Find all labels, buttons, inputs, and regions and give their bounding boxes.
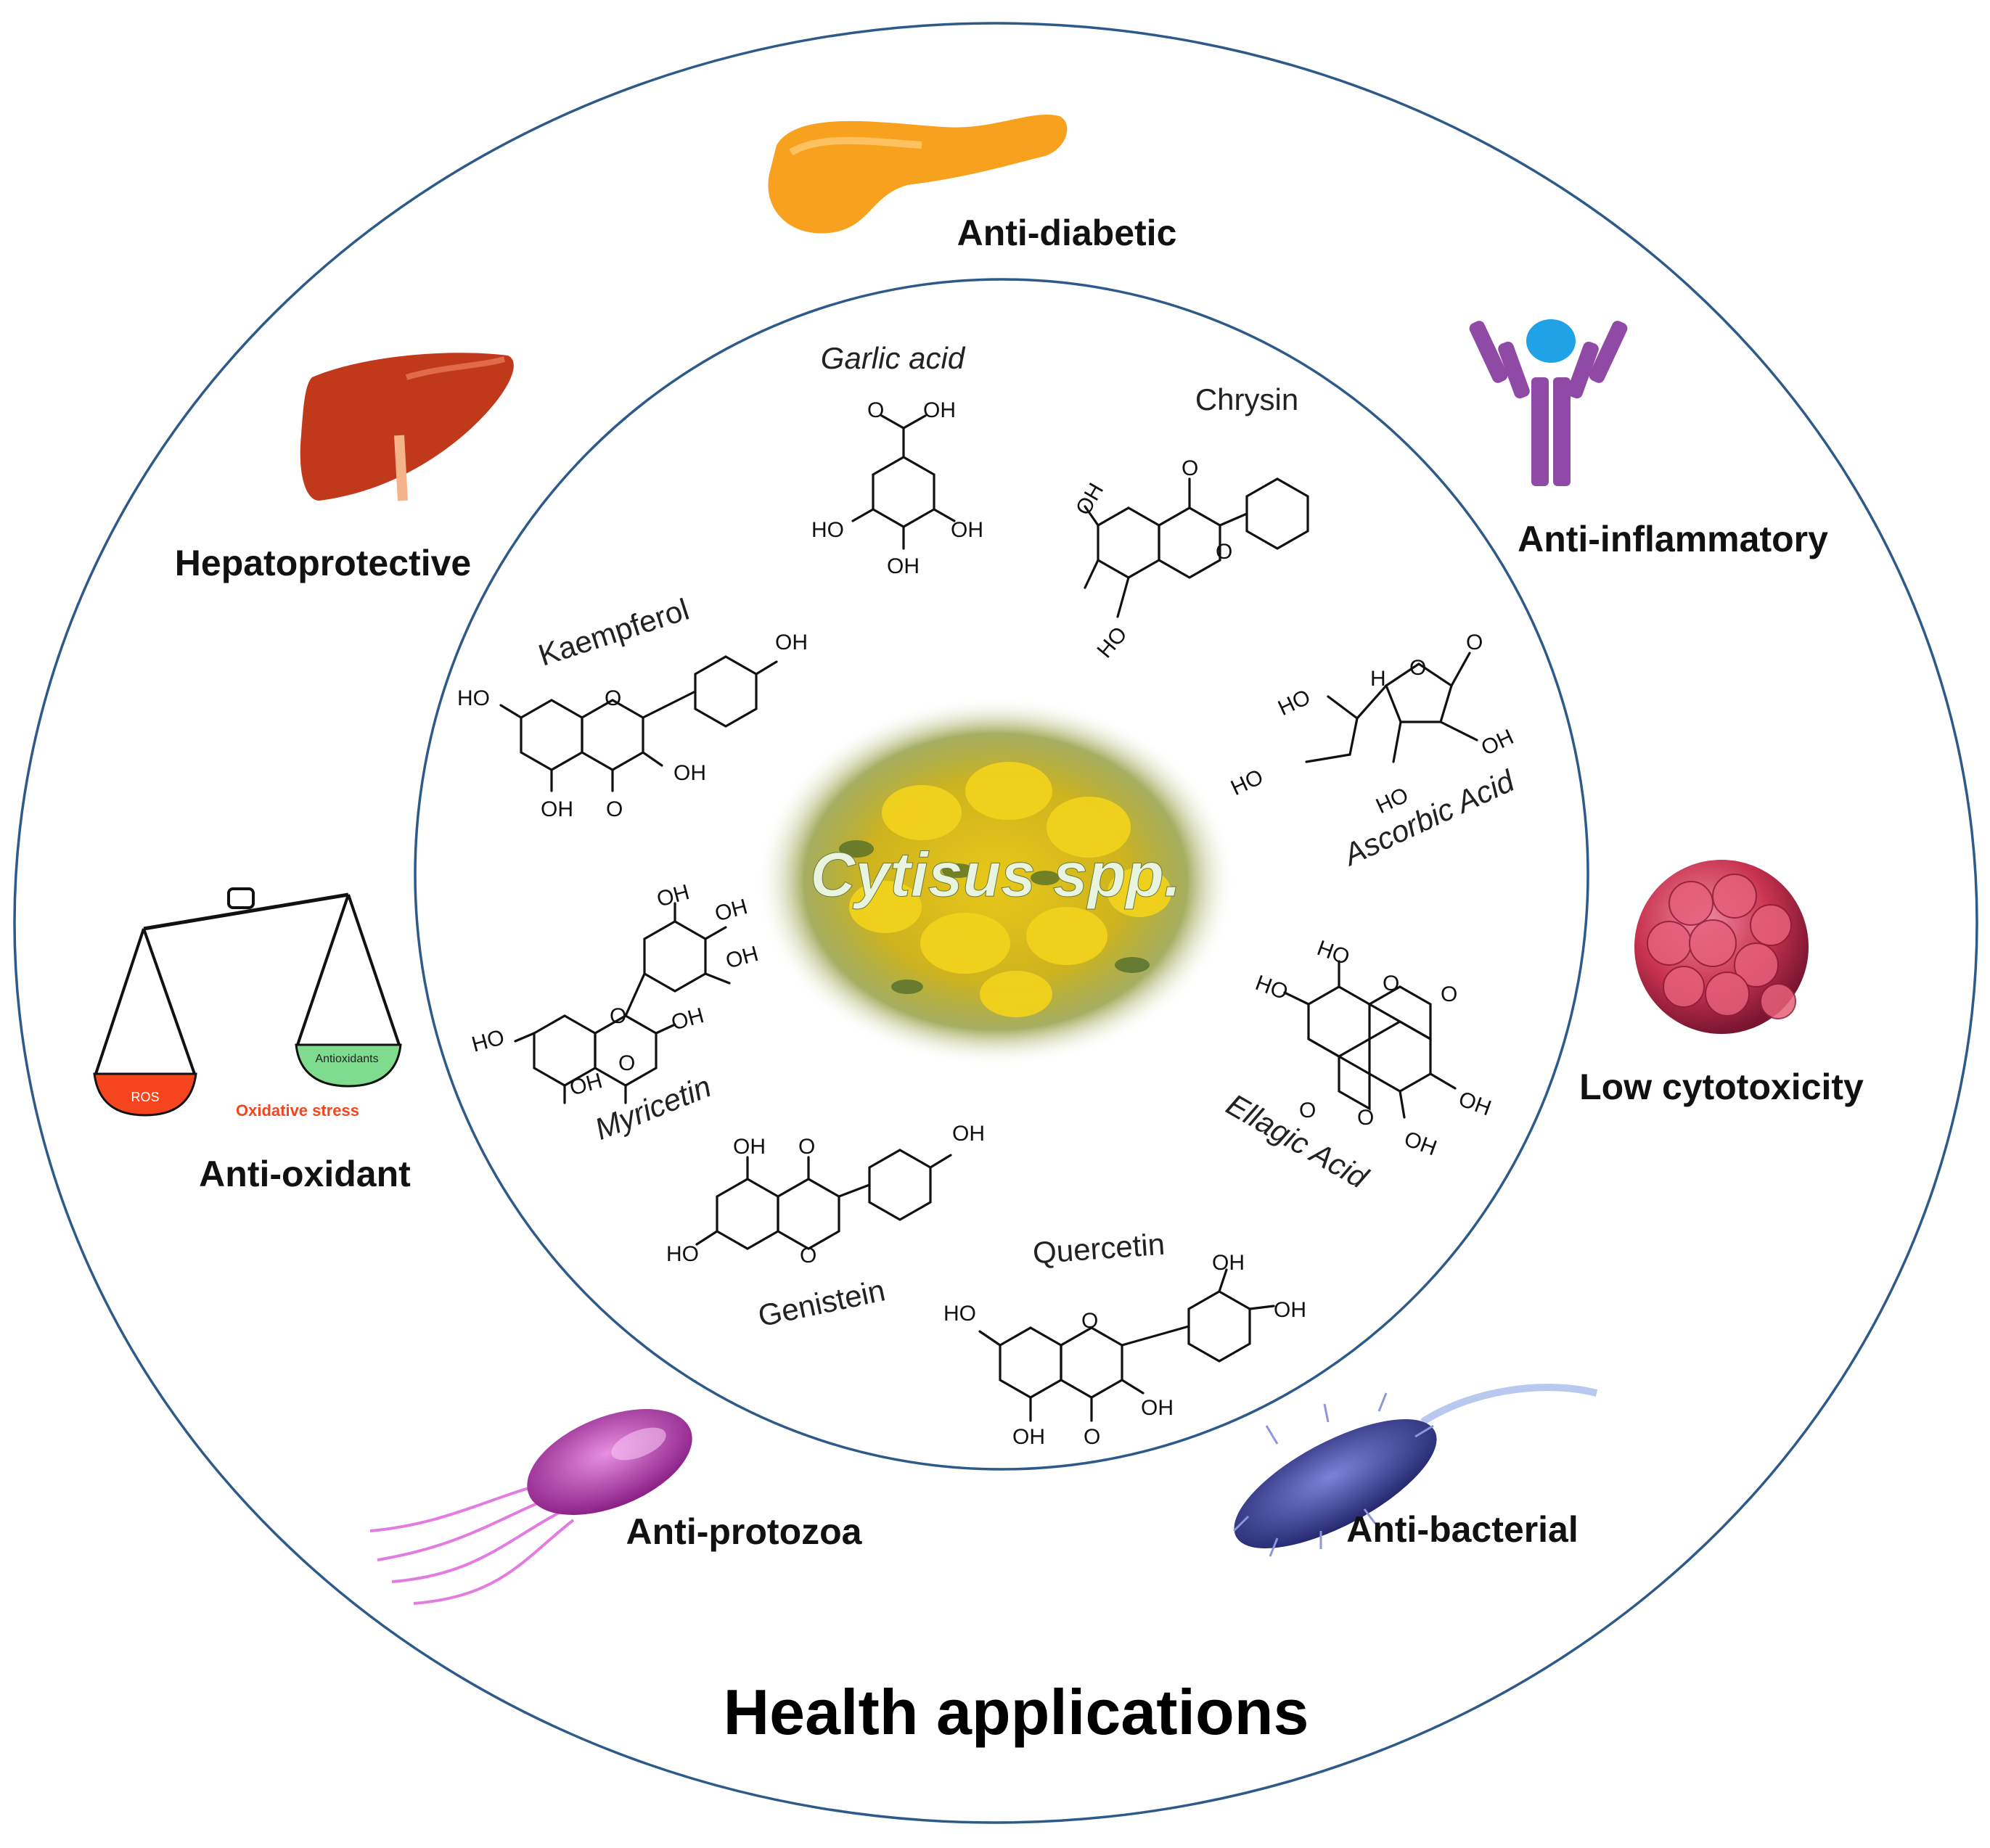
- kaempferol-structure: [499, 655, 778, 792]
- gallic-o: O: [867, 398, 884, 422]
- myricetin-oh-1: OH: [655, 880, 692, 912]
- ascorbic-h: H: [1370, 667, 1386, 691]
- ellagic-o-2: O: [1441, 982, 1457, 1006]
- kaempferol-oh-right: OH: [775, 631, 808, 654]
- antibody-icon: [1469, 319, 1628, 486]
- bacterium-icon: [1232, 1384, 1598, 1557]
- chrysin-ho: HO: [1093, 623, 1132, 663]
- chrysin-o-top: O: [1182, 456, 1198, 480]
- genistein-oh-right: OH: [952, 1122, 985, 1146]
- genistein-o-carbonyl: O: [798, 1135, 815, 1159]
- myricetin-o-ring: O: [610, 1004, 626, 1028]
- gallic-oh-top: OH: [923, 398, 956, 422]
- ellagic-ho-top: HO: [1314, 936, 1353, 969]
- kaempferol-ho: HO: [457, 686, 490, 710]
- ellagic-o-4: O: [1357, 1106, 1374, 1130]
- compound-label-kaempferol: Kaempferol: [534, 592, 693, 673]
- kaempferol-o-carbonyl: O: [606, 797, 623, 821]
- pancreas-icon: [768, 114, 1068, 234]
- quercetin-o-carbonyl: O: [1084, 1425, 1100, 1449]
- kaempferol-oh-3: OH: [673, 761, 706, 785]
- compound-label-gallic-acid: Garlic acid: [821, 341, 966, 375]
- ellagic-oh-bottom: OH: [1401, 1127, 1440, 1160]
- inner-ring: [414, 278, 1589, 1471]
- app-label-anti-diabetic: Anti-diabetic: [957, 213, 1177, 253]
- chrysin-structure: [1084, 477, 1309, 618]
- myricetin-oh-3: OH: [724, 942, 761, 974]
- ellagic-o-1: O: [1383, 972, 1399, 995]
- ascorbic-ho-1: HO: [1274, 685, 1314, 720]
- oxidative-stress-caption: Oxidative stress: [236, 1101, 359, 1120]
- genistein-oh-top: OH: [733, 1135, 766, 1159]
- ellagic-o-3: O: [1299, 1098, 1316, 1122]
- myricetin-oh-4: OH: [669, 1003, 707, 1035]
- compound-label-myricetin: Myricetin: [590, 1069, 716, 1146]
- genistein-structure: [695, 1149, 952, 1250]
- quercetin-oh-left: OH: [1012, 1425, 1045, 1449]
- quercetin-oh-right: OH: [1274, 1298, 1306, 1322]
- app-label-low-cytotoxicity: Low cytotoxicity: [1579, 1067, 1864, 1107]
- myricetin-ho: HO: [470, 1025, 507, 1057]
- compound-label-ellagic-acid: Ellagic Acid: [1221, 1087, 1375, 1195]
- outer-ring: [13, 22, 1978, 1824]
- kaempferol-oh-5: OH: [541, 797, 573, 821]
- ascorbic-ho-2: HO: [1227, 765, 1267, 800]
- kaempferol-o-ring: O: [605, 686, 621, 710]
- compound-label-quercetin: Quercetin: [1032, 1227, 1166, 1270]
- myricetin-o-carbonyl: O: [618, 1051, 635, 1075]
- app-label-anti-oxidant: Anti-oxidant: [199, 1154, 411, 1194]
- ros-pan-label: ROS: [131, 1090, 159, 1104]
- genistein-o-ring: O: [800, 1244, 816, 1268]
- app-label-hepatoprotective: Hepatoprotective: [175, 543, 471, 583]
- app-label-anti-inflammatory: Anti-inflammatory: [1518, 519, 1828, 559]
- quercetin-structure: [978, 1268, 1275, 1422]
- quercetin-oh-top: OH: [1212, 1251, 1245, 1275]
- ascorbic-oh: OH: [1478, 725, 1518, 760]
- quercetin-o-ring: O: [1081, 1309, 1098, 1333]
- cell-cluster-icon: [1634, 860, 1809, 1034]
- diagram-title: Health applications: [724, 1676, 1309, 1748]
- chrysin-o-ring: O: [1216, 540, 1232, 564]
- liver-icon: [300, 353, 514, 501]
- center-label: Cytisus spp.: [810, 840, 1181, 910]
- myricetin-structure: [514, 902, 731, 1104]
- ascorbic-o-ring: O: [1409, 656, 1426, 680]
- ellagic-oh-right: OH: [1455, 1087, 1494, 1120]
- genistein-ho: HO: [666, 1242, 699, 1266]
- cytisus-flower-image: [756, 697, 1235, 1067]
- gallic-ho-left: HO: [811, 518, 844, 542]
- compound-label-genistein: Genistein: [755, 1273, 888, 1333]
- ellagic-acid-structure: [1283, 960, 1457, 1119]
- gallic-acid-structure: [851, 414, 956, 550]
- myricetin-oh-5: OH: [568, 1069, 605, 1101]
- antioxidants-pan-label: Antioxidants: [315, 1053, 378, 1065]
- quercetin-ho: HO: [943, 1302, 976, 1326]
- compound-label-chrysin: Chrysin: [1195, 382, 1298, 416]
- chrysin-oh: OH: [1071, 479, 1108, 519]
- quercetin-oh-3: OH: [1141, 1396, 1174, 1420]
- ascorbic-acid-structure: [1305, 652, 1478, 763]
- gallic-oh-bottom: OH: [887, 554, 920, 578]
- protozoan-icon: [369, 1409, 692, 1605]
- ascorbic-o-carbonyl: O: [1466, 631, 1483, 654]
- compound-label-ascorbic-acid: Ascorbic Acid: [1337, 763, 1520, 872]
- ellagic-ho-left: HO: [1252, 971, 1291, 1004]
- balance-scale-icon: [93, 887, 402, 1117]
- app-label-anti-protozoa: Anti-protozoa: [626, 1511, 863, 1552]
- gallic-oh-right: OH: [951, 518, 983, 542]
- myricetin-oh-2: OH: [713, 895, 750, 927]
- app-label-anti-bacterial: Anti-bacterial: [1346, 1509, 1579, 1550]
